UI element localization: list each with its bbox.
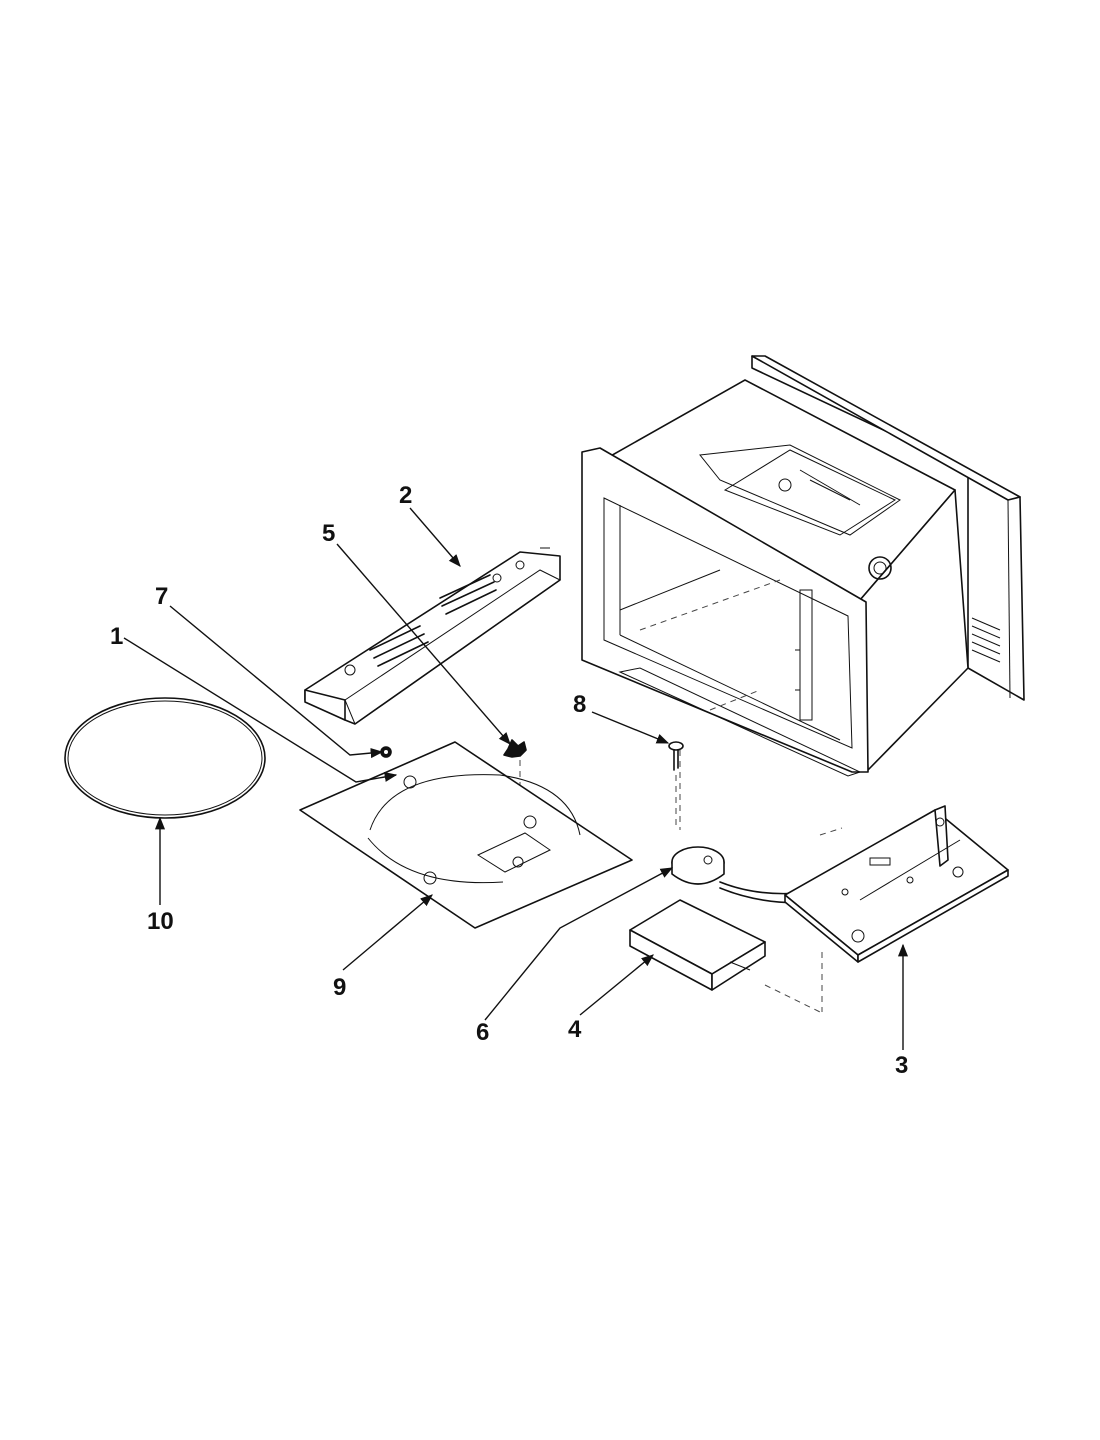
part-3-base-plate (784, 805, 1009, 1012)
callout-10: 10 (147, 908, 174, 935)
callout-2: 2 (399, 482, 412, 509)
callout-labels: 1 2 3 4 5 6 7 8 9 10 (110, 482, 908, 1079)
part-2-waveguide-bracket (304, 547, 561, 725)
part-4-cover (629, 899, 821, 1013)
callout-3: 3 (895, 1052, 908, 1079)
leader-lines (123, 507, 909, 1050)
callout-6: 6 (476, 1019, 489, 1046)
callout-8: 8 (573, 691, 586, 718)
part-7-nut (380, 746, 392, 758)
callout-5: 5 (322, 520, 335, 547)
part-9-bottom-plate (299, 741, 633, 929)
callout-7: 7 (155, 583, 168, 610)
oven-cavity (581, 355, 1025, 830)
rear-vent-slots (971, 617, 1001, 663)
callout-1: 1 (110, 623, 123, 650)
part-10-glass-tray (64, 697, 266, 819)
part-2-slots (369, 574, 497, 667)
callout-9: 9 (333, 974, 346, 1001)
callout-4: 4 (568, 1016, 582, 1043)
part-8-screw (668, 741, 684, 830)
part-6-turntable-motor (671, 846, 816, 904)
